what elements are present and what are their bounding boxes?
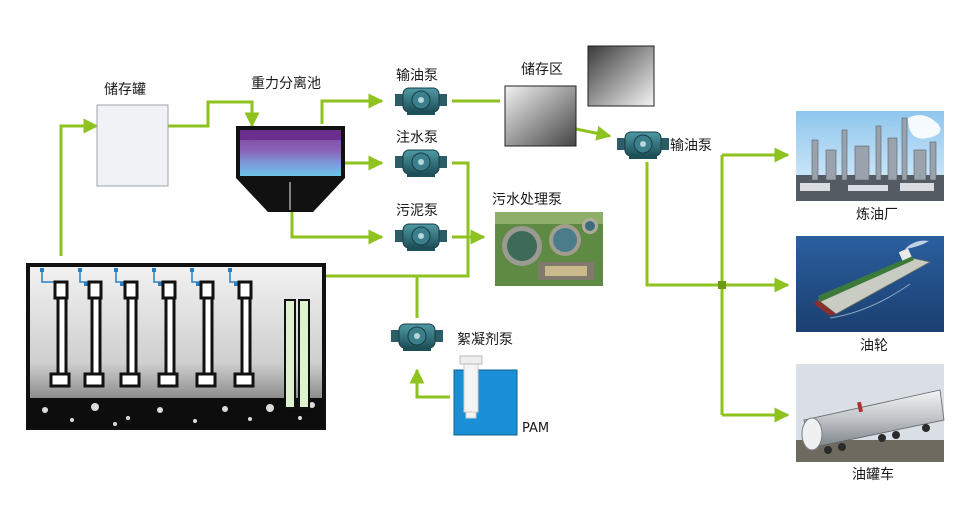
oil-pump-1	[394, 87, 448, 116]
pump-icon	[616, 131, 670, 160]
oil-pump-2-label: 输油泵	[670, 138, 712, 154]
oil-well-field	[26, 263, 326, 430]
refinery-label: 炼油厂	[856, 207, 898, 223]
storage-tank-label: 储存罐	[104, 82, 146, 98]
storage-area	[504, 45, 655, 147]
pam-tank	[453, 355, 518, 436]
pump-icon	[394, 87, 448, 116]
sludge-pump-label: 污泥泵	[396, 203, 438, 219]
tanker-label: 油轮	[860, 338, 888, 354]
pump-icon	[394, 223, 448, 252]
flow-separation-to-oil-pump	[320, 93, 384, 124]
pam-label: PAM	[522, 421, 549, 436]
separation-tank-label: 重力分离池	[251, 75, 321, 92]
flow-distribution	[645, 162, 722, 287]
oil-pump-2	[616, 131, 670, 160]
flow-separation-to-sludge-pump	[290, 212, 384, 245]
gravity-separation-tank	[236, 126, 345, 212]
injection-wells	[284, 299, 310, 409]
flow-storage-to-oil-pump-2	[575, 125, 612, 141]
tank-car-label: 油罐车	[852, 466, 894, 483]
flow-well-to-storage-tank	[59, 118, 99, 256]
sludge-pump	[394, 223, 448, 252]
flocculant-pump	[390, 323, 444, 352]
flow-storage-tank-to-separation	[168, 100, 260, 128]
water-pump-label: 注水泵	[396, 130, 438, 146]
pump-icon	[394, 149, 448, 178]
water-injection-pump	[394, 149, 448, 178]
flocculant-pump-label: 絮凝剂泵	[457, 331, 513, 348]
oil-pump-1-label: 输油泵	[396, 68, 438, 84]
storage-tank	[96, 104, 169, 187]
wastewater-treatment-image	[495, 212, 603, 286]
refinery-image	[796, 111, 944, 201]
storage-area-label: 储存区	[521, 62, 563, 78]
tank-car-image	[796, 364, 945, 462]
tanker-image	[796, 236, 944, 332]
flow-pam-to-flocculant	[409, 368, 450, 399]
pump-icon	[390, 323, 444, 352]
wastewater-pump-label: 污水处理泵	[492, 192, 562, 208]
junction-node	[718, 281, 726, 289]
well-pipes	[49, 280, 255, 388]
